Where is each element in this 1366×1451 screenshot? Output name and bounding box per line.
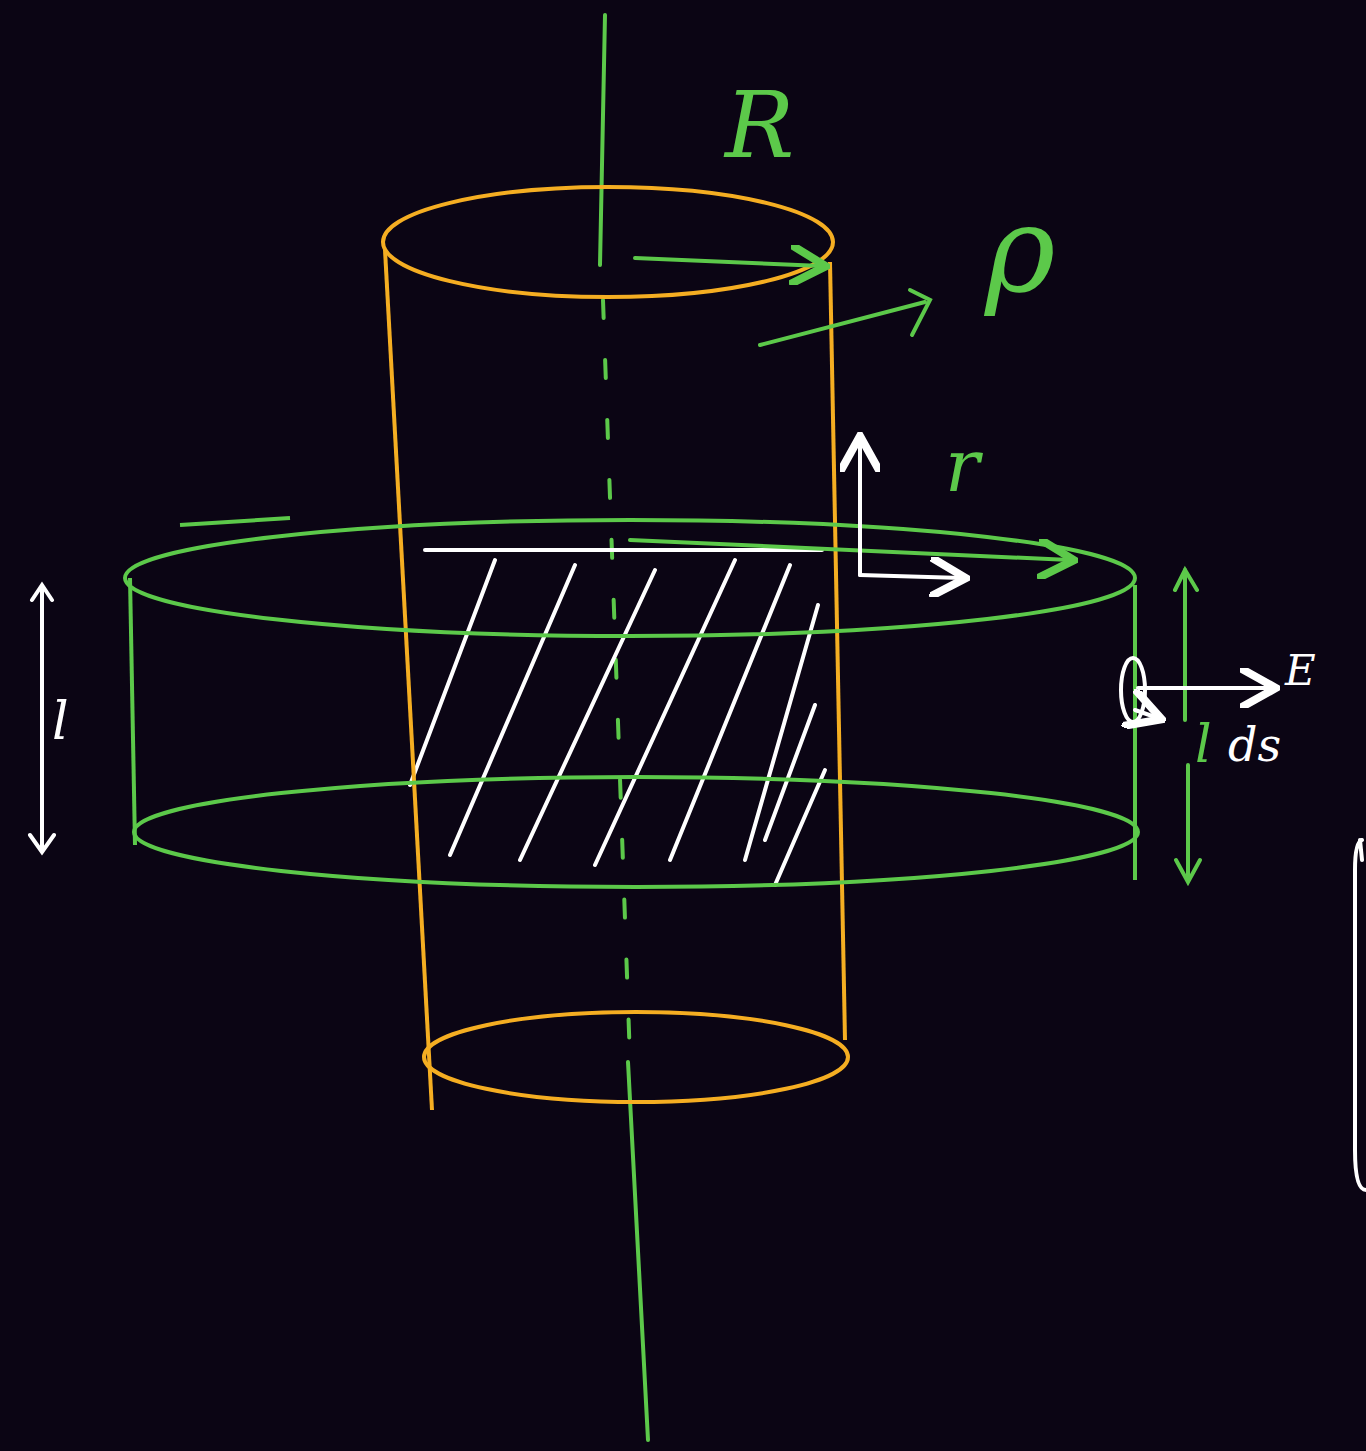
density-label: ρ [985,190,1056,310]
axis [600,15,648,1440]
length-label: l [1195,718,1212,770]
gaussian-cylinder [125,518,1138,887]
vectors [30,258,1366,1190]
gauss-radius-label: r [945,430,979,502]
charged-cylinder [383,187,848,1110]
area-element-label: ds [1228,722,1281,768]
field-label: E [1285,650,1316,692]
length-label: l [52,695,69,747]
radius-label: R [725,80,794,172]
hatched-section [410,550,825,885]
